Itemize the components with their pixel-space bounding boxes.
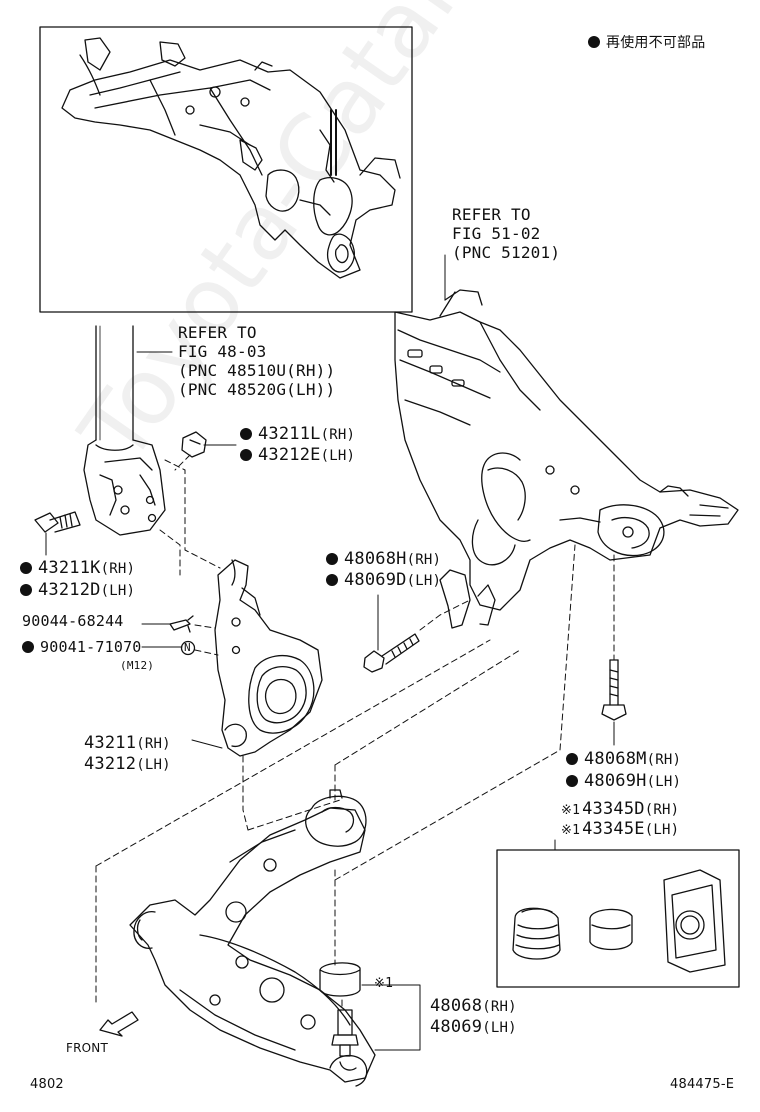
part-side: (RH) [646,752,682,768]
steering-knuckle-drawing [214,559,323,757]
part-side: (RH) [406,552,442,568]
part-side: (RH) [482,999,517,1015]
part-43211[interactable]: 43211(RH) [84,735,171,752]
part-number: 90041-71070 [40,638,142,656]
refer-fig48-line1: REFER TO [178,323,257,342]
part-90041-71070[interactable]: 90041-71070 [22,640,142,655]
kit-frame [496,849,740,988]
part-number: 48068 [430,996,483,1016]
part-number: 48068M [584,749,647,769]
note-mark: ※1 [561,803,581,818]
front-subframe-drawing [394,289,739,629]
part-43211L[interactable]: 43211L(RH) [240,426,355,443]
inset-frame [39,26,413,313]
refer-fig48-line3: (PNC 48510U(RH)) [178,361,336,380]
part-43212D[interactable]: 43212D(LH) [20,582,135,599]
part-48068[interactable]: 48068(RH) [430,998,517,1015]
part-side: (LH) [646,774,682,790]
footer-right: 484475-E [670,1077,735,1092]
part-side: (LH) [100,583,136,599]
footer-left: 4802 [30,1077,64,1092]
part-side: (LH) [136,757,171,773]
part-number: 43211K [38,558,101,578]
part-number: 48069H [584,771,647,791]
castle-nut-drawing [180,640,196,656]
part-48069H[interactable]: 48069H(LH) [566,773,681,790]
part-side: (RH) [136,736,171,752]
part-side: (RH) [644,802,680,818]
non-reusable-dot-icon [566,753,578,765]
nut-drawing [181,431,207,458]
leader-lines [45,254,615,1051]
refer-fig51-line3: (PNC 51201) [452,243,561,262]
front-arrow-icon [99,1011,139,1037]
part-number: 43212E [258,445,321,465]
legend: 再使用不可部品 [588,36,705,50]
part-48068M[interactable]: 48068M(RH) [566,751,681,768]
note-mark-1: ※1 [374,976,394,991]
note-mark: ※1 [561,823,581,838]
front-label: FRONT [66,1041,108,1055]
part-number: 43211 [84,733,137,753]
legend-dot-icon [588,36,600,48]
kit-parts-drawing [512,869,726,973]
non-reusable-dot-icon [566,775,578,787]
non-reusable-dot-icon [240,428,252,440]
non-reusable-dot-icon [326,553,338,565]
part-side: (LH) [482,1020,517,1036]
part-43211K[interactable]: 43211K(RH) [20,560,135,577]
part-side: (RH) [320,427,356,443]
refer-fig51-line1: REFER TO [452,205,531,224]
bolt-48068H-drawing [363,633,420,673]
part-90044-68244[interactable]: 90044-68244 [22,614,124,629]
dashed-guides [95,454,615,1011]
part-number: 48068H [344,549,407,569]
refer-fig48: REFER TO FIG 48-03 (PNC 48510U(RH)) (PNC… [178,323,335,399]
part-48069D[interactable]: 48069D(LH) [326,572,441,589]
part-number: 48069 [430,1017,483,1037]
non-reusable-dot-icon [20,562,32,574]
part-43212E[interactable]: 43212E(LH) [240,447,355,464]
refer-fig48-line4: (PNC 48520G(LH)) [178,380,336,399]
part-note-m12: (M12) [120,659,155,672]
ball-joint-drawing [319,962,361,1057]
refer-fig51: REFER TO FIG 51-02 (PNC 51201) [452,205,560,262]
non-reusable-dot-icon [240,449,252,461]
legend-text: 再使用不可部品 [606,35,706,51]
part-number: 48069D [344,570,407,590]
part-side: (RH) [100,561,136,577]
cotter-pin-drawing [169,615,194,633]
refer-fig51-line2: FIG 51-02 [452,224,541,243]
nut-letter: N [184,641,191,654]
part-number: 43345D [582,799,645,819]
strut-drawing [83,325,166,536]
non-reusable-dot-icon [326,574,338,586]
refer-fig48-line2: FIG 48-03 [178,342,267,361]
part-number: 43212 [84,754,137,774]
part-number: 43212D [38,580,101,600]
part-side: (LH) [406,573,442,589]
part-48069[interactable]: 48069(LH) [430,1019,517,1036]
part-side: (LH) [320,448,356,464]
part-43212[interactable]: 43212(LH) [84,756,171,773]
part-side: (LH) [644,822,680,838]
non-reusable-dot-icon [22,641,34,653]
part-number: 43211L [258,424,321,444]
lower-control-arm-drawing [129,789,376,1087]
non-reusable-dot-icon [20,584,32,596]
bolt-48068M-drawing [601,659,627,721]
inset-subframe-drawing [61,37,401,279]
part-48068H[interactable]: 48068H(RH) [326,551,441,568]
strut-bolt-drawing [34,511,81,533]
part-number: 43345E [582,819,645,839]
part-number: 90044-68244 [22,612,124,630]
